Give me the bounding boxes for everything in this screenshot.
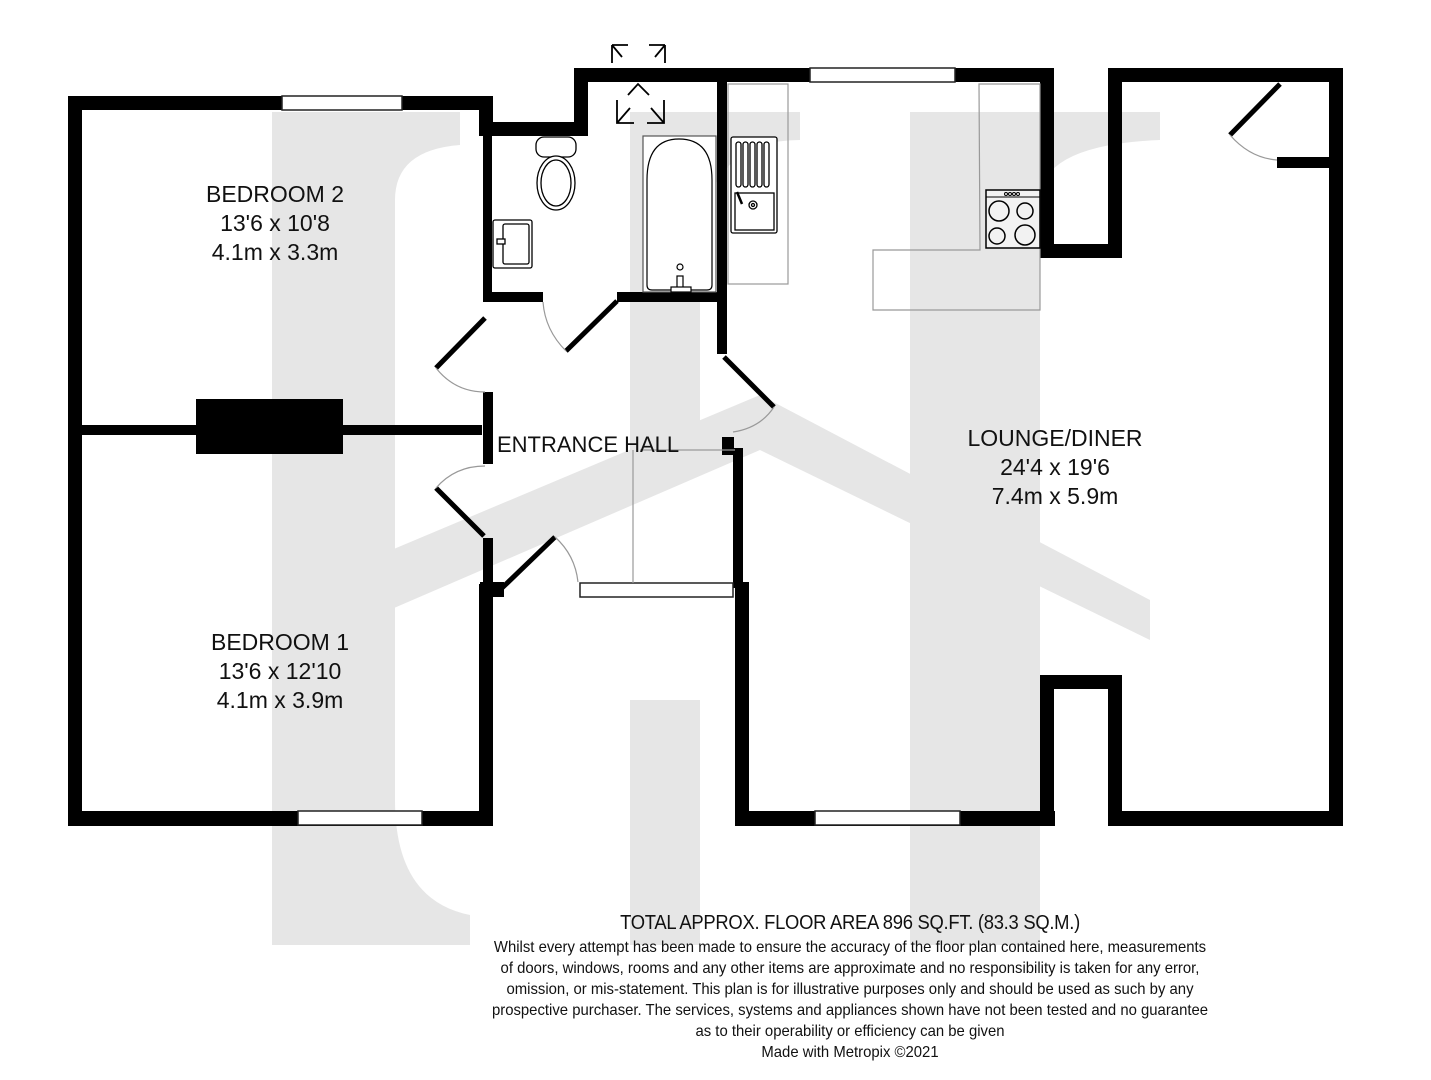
- doors: [434, 82, 1282, 590]
- room-label-bedroom-1: BEDROOM 1 13'6 x 12'10 4.1m x 3.9m: [180, 628, 380, 715]
- room-label-entrance-hall: ENTRANCE HALL: [497, 430, 717, 459]
- disclaimer-line: as to their operability or efficiency ca…: [695, 1023, 1005, 1040]
- sink-icon: [730, 136, 778, 234]
- room-dimensions-imperial: 24'4 x 19'6: [1000, 454, 1110, 480]
- disclaimer-line: of doors, windows, rooms and any other i…: [500, 960, 1200, 977]
- kitchen-worktops: [727, 83, 1041, 311]
- disclaimer-line: Whilst every attempt has been made to en…: [493, 939, 1207, 956]
- total-floor-area: TOTAL APPROX. FLOOR AREA 896 SQ.FT. (83.…: [620, 912, 1080, 934]
- disclaimer-line: prospective purchaser. The services, sys…: [491, 1002, 1209, 1019]
- room-dimensions-metric: 4.1m x 3.9m: [216, 687, 344, 713]
- room-name: BEDROOM 1: [210, 629, 350, 655]
- window-bedroom-2: [281, 95, 403, 111]
- window-lounge: [814, 810, 961, 826]
- windows: [281, 67, 961, 826]
- disclaimer: Whilst every attempt has been made to en…: [413, 937, 1287, 1042]
- basin-icon: [492, 219, 533, 269]
- hob-icon: [985, 189, 1041, 249]
- window-kitchen: [809, 67, 956, 83]
- room-dimensions-imperial: 13'6 x 10'8: [220, 210, 330, 236]
- watermark-logo: [272, 112, 1160, 945]
- plan-footer: TOTAL APPROX. FLOOR AREA 896 SQ.FT. (83.…: [380, 912, 1320, 1063]
- room-label-bedroom-2: BEDROOM 2 13'6 x 10'8 4.1m x 3.3m: [175, 180, 375, 267]
- window-bedroom-1: [297, 810, 423, 826]
- bath-icon: [642, 135, 717, 293]
- room-name: ENTRANCE HALL: [497, 432, 680, 457]
- disclaimer-line: omission, or mis-statement. This plan is…: [506, 981, 1194, 998]
- room-dimensions-imperial: 13'6 x 12'10: [218, 658, 342, 684]
- skylight-icon: [611, 44, 666, 124]
- room-name: LOUNGE/DINER: [967, 425, 1143, 451]
- room-name: BEDROOM 2: [205, 181, 345, 207]
- room-label-lounge-diner: LOUNGE/DINER 24'4 x 19'6 7.4m x 5.9m: [940, 424, 1170, 511]
- credit: Made with Metropix ©2021: [761, 1044, 939, 1061]
- toilet-icon: [535, 136, 577, 211]
- window-hall: [579, 582, 734, 598]
- room-dimensions-metric: 7.4m x 5.9m: [991, 483, 1119, 509]
- room-dimensions-metric: 4.1m x 3.3m: [211, 239, 339, 265]
